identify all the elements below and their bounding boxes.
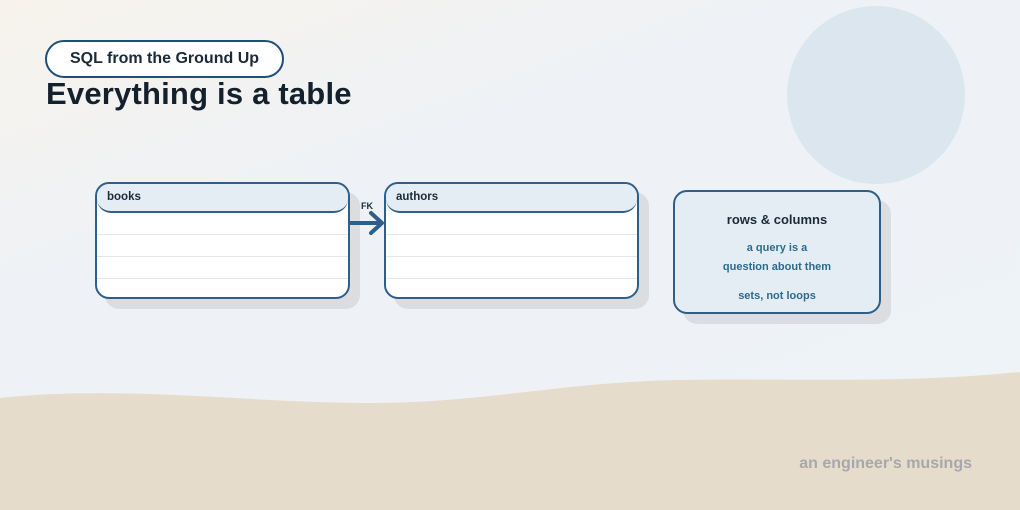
table-body: authors: [384, 182, 639, 299]
table-name: books: [107, 191, 141, 203]
table-header: books: [97, 184, 348, 213]
note-line: sets, not loops: [738, 290, 816, 302]
note-card: rows & columns a query is a question abo…: [673, 190, 891, 324]
row-divider: [386, 256, 637, 257]
row-divider: [386, 234, 637, 235]
series-pill: SQL from the Ground Up: [45, 40, 284, 78]
table-authors: authors: [384, 182, 649, 309]
note-line: a query is a: [746, 242, 808, 254]
table-name: authors: [396, 191, 439, 203]
page-title: Everything is a table: [46, 76, 352, 111]
row-divider: [97, 234, 348, 235]
decorative-circle: [787, 6, 965, 184]
table-header: authors: [386, 184, 637, 213]
row-divider: [97, 278, 348, 279]
row-divider: [386, 278, 637, 279]
row-divider: [97, 256, 348, 257]
fk-label: FK: [361, 201, 373, 211]
table-body: books: [95, 182, 350, 299]
series-label: SQL from the Ground Up: [69, 50, 260, 67]
note-body: rows & columns a query is a question abo…: [673, 190, 881, 314]
table-books: books: [95, 182, 360, 309]
fk-arrow-icon: [349, 211, 384, 235]
note-line: question about them: [722, 261, 832, 273]
footer-signature: an engineer's musings: [799, 455, 972, 472]
note-title: rows & columns: [726, 212, 828, 227]
